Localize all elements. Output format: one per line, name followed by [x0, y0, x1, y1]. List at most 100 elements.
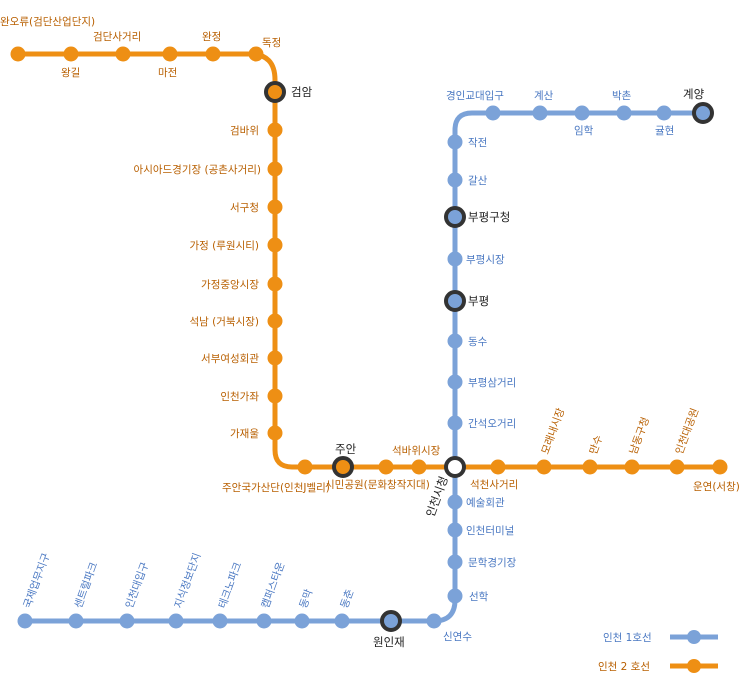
- line1-station-dot-13[interactable]: [447, 415, 463, 431]
- line2-station-dot-19[interactable]: [411, 459, 427, 475]
- line1-station-dot-5[interactable]: [485, 105, 501, 121]
- line1-station-dot-0[interactable]: [692, 102, 714, 124]
- line2-station-label-2: 검단사거리: [93, 31, 141, 43]
- line1-station-dot-6[interactable]: [447, 134, 463, 150]
- line2-station-label-0: 완오류(검단산업단지): [0, 15, 95, 28]
- line1-station-label-10: 부평: [468, 294, 489, 308]
- line1-station-dot-10[interactable]: [444, 290, 466, 312]
- line1-station-label-11: 동수: [468, 336, 488, 348]
- line2-station-label-13: 서부여성회관: [201, 353, 259, 365]
- line2-station-label-14: 인천가좌: [220, 391, 259, 403]
- line1-station-dot-20[interactable]: [380, 610, 402, 632]
- line2-station-dot-23[interactable]: [582, 459, 598, 475]
- line2-station-label-21: 석천사거리: [470, 479, 518, 491]
- line2-station-dot-14[interactable]: [267, 388, 283, 404]
- line2-station-label-8: 아시아드경기장 (공촌사거리): [134, 163, 261, 176]
- line2-station-dot-18[interactable]: [378, 459, 394, 475]
- line2-station-dot-0[interactable]: [10, 46, 26, 62]
- line1-station-label-0: 계양: [683, 87, 705, 101]
- line1-station-dot-17[interactable]: [447, 554, 463, 570]
- line1-station-label-23: 캠퍼스타운: [260, 560, 288, 610]
- line1-station-dot-24[interactable]: [212, 613, 228, 629]
- line1-station-dot-14[interactable]: [444, 456, 466, 478]
- line2-station-dot-10[interactable]: [267, 237, 283, 253]
- line2-station-dot-7[interactable]: [267, 122, 283, 138]
- line2-station-dot-16[interactable]: [297, 459, 313, 475]
- line1-station-label-17: 문학경기장: [468, 556, 517, 569]
- line2-station-label-22: 모래내시장: [540, 406, 568, 456]
- line1-station-dot-12[interactable]: [447, 374, 463, 390]
- line1-station-dot-8[interactable]: [444, 206, 466, 228]
- line2-station-dot-13[interactable]: [267, 350, 283, 366]
- line2-station-dot-5[interactable]: [248, 46, 264, 62]
- line1-station-label-22: 동막: [298, 587, 316, 610]
- line2-station-label-26: 운연(서창): [693, 481, 740, 493]
- line1-station-label-3: 임학: [574, 124, 594, 137]
- line1-track: [25, 110, 703, 624]
- line1-station-label-16: 인천터미널: [466, 525, 514, 537]
- line1-station-label-7: 갈산: [468, 174, 488, 187]
- line1-station-label-4: 계산: [534, 90, 554, 102]
- line1-station-dot-1[interactable]: [656, 105, 672, 121]
- line2-station-label-5: 독정: [262, 37, 281, 49]
- line1-station-dot-4[interactable]: [532, 105, 548, 121]
- line1-station-label-19: 신연수: [443, 631, 472, 643]
- line1-station-dot-16[interactable]: [447, 522, 463, 538]
- line2-station-dot-9[interactable]: [267, 199, 283, 215]
- line2-station-label-17: 주안: [335, 442, 357, 456]
- line2-station-dot-2[interactable]: [115, 46, 131, 62]
- line2-station-dot-21[interactable]: [490, 459, 506, 475]
- line2-station-label-7: 검바위: [230, 124, 259, 137]
- line1-station-label-5: 경인교대입구: [446, 89, 504, 102]
- line2-station-label-3: 마전: [158, 67, 177, 79]
- line2-station-dot-12[interactable]: [267, 313, 283, 329]
- line1-station-label-18: 선학: [469, 591, 489, 603]
- line1-station-dot-23[interactable]: [256, 613, 272, 629]
- line1-station-dot-9[interactable]: [447, 251, 463, 267]
- line1-station-label-9: 부평시장: [466, 254, 505, 266]
- line2-station-dot-17[interactable]: [332, 456, 354, 478]
- line1-station-label-26: 인천대입구: [123, 560, 152, 610]
- legend-line1-dot: [687, 630, 701, 644]
- line1-station-dot-21[interactable]: [334, 613, 350, 629]
- line1-station-label-2: 박촌: [612, 90, 632, 102]
- line1-station-dot-18[interactable]: [447, 588, 463, 604]
- legend-line1-label: 인천 1호선: [603, 632, 652, 644]
- line2-station-label-18: 시민공원(문화창작지대): [325, 479, 430, 491]
- line2-station-dot-3[interactable]: [162, 46, 178, 62]
- line2-station-label-12: 석남 (거북시장): [190, 316, 260, 328]
- line2-station-dot-8[interactable]: [267, 161, 283, 177]
- line1-station-dot-7[interactable]: [447, 172, 463, 188]
- line1-station-dot-28[interactable]: [17, 613, 33, 629]
- line1-station-dot-3[interactable]: [574, 105, 590, 121]
- line1-station-dot-22[interactable]: [294, 613, 310, 629]
- line1-station-label-21: 동춘: [339, 587, 357, 610]
- line2-station-dot-26[interactable]: [712, 459, 728, 475]
- line2-station-dot-24[interactable]: [624, 459, 640, 475]
- line1-station-label-20: 원인재: [373, 635, 405, 649]
- line2-station-label-4: 완정: [202, 30, 221, 43]
- line2-station-dot-15[interactable]: [267, 425, 283, 441]
- line1-station-label-6: 작전: [468, 137, 487, 149]
- line2-station-dot-6[interactable]: [264, 81, 286, 103]
- line2-station-dot-4[interactable]: [205, 46, 221, 62]
- line2-station-dot-22[interactable]: [536, 459, 552, 475]
- line2-station-label-1: 왕길: [61, 66, 80, 79]
- line1-station-label-13: 간석오거리: [468, 418, 516, 430]
- line1-station-dot-15[interactable]: [447, 494, 463, 510]
- line2-station-label-9: 서구청: [230, 202, 259, 214]
- line1-station-dot-25[interactable]: [168, 613, 184, 629]
- line2-station-label-6: 검암: [291, 85, 313, 99]
- line2-station-dot-1[interactable]: [63, 46, 79, 62]
- line1-station-dot-11[interactable]: [447, 333, 463, 349]
- line1-station-label-12: 부평삼거리: [468, 377, 516, 389]
- line1-station-dot-2[interactable]: [616, 105, 632, 121]
- line2-station-label-10: 가정 (루원시티): [190, 240, 260, 252]
- line1-station-dot-27[interactable]: [68, 613, 84, 629]
- line1-station-dot-19[interactable]: [426, 613, 442, 629]
- line2-station-dot-25[interactable]: [669, 459, 685, 475]
- line2-station-dot-11[interactable]: [267, 276, 283, 292]
- line2-station-label-25: 인천대공원: [674, 407, 702, 457]
- line1-station-dot-26[interactable]: [119, 613, 135, 629]
